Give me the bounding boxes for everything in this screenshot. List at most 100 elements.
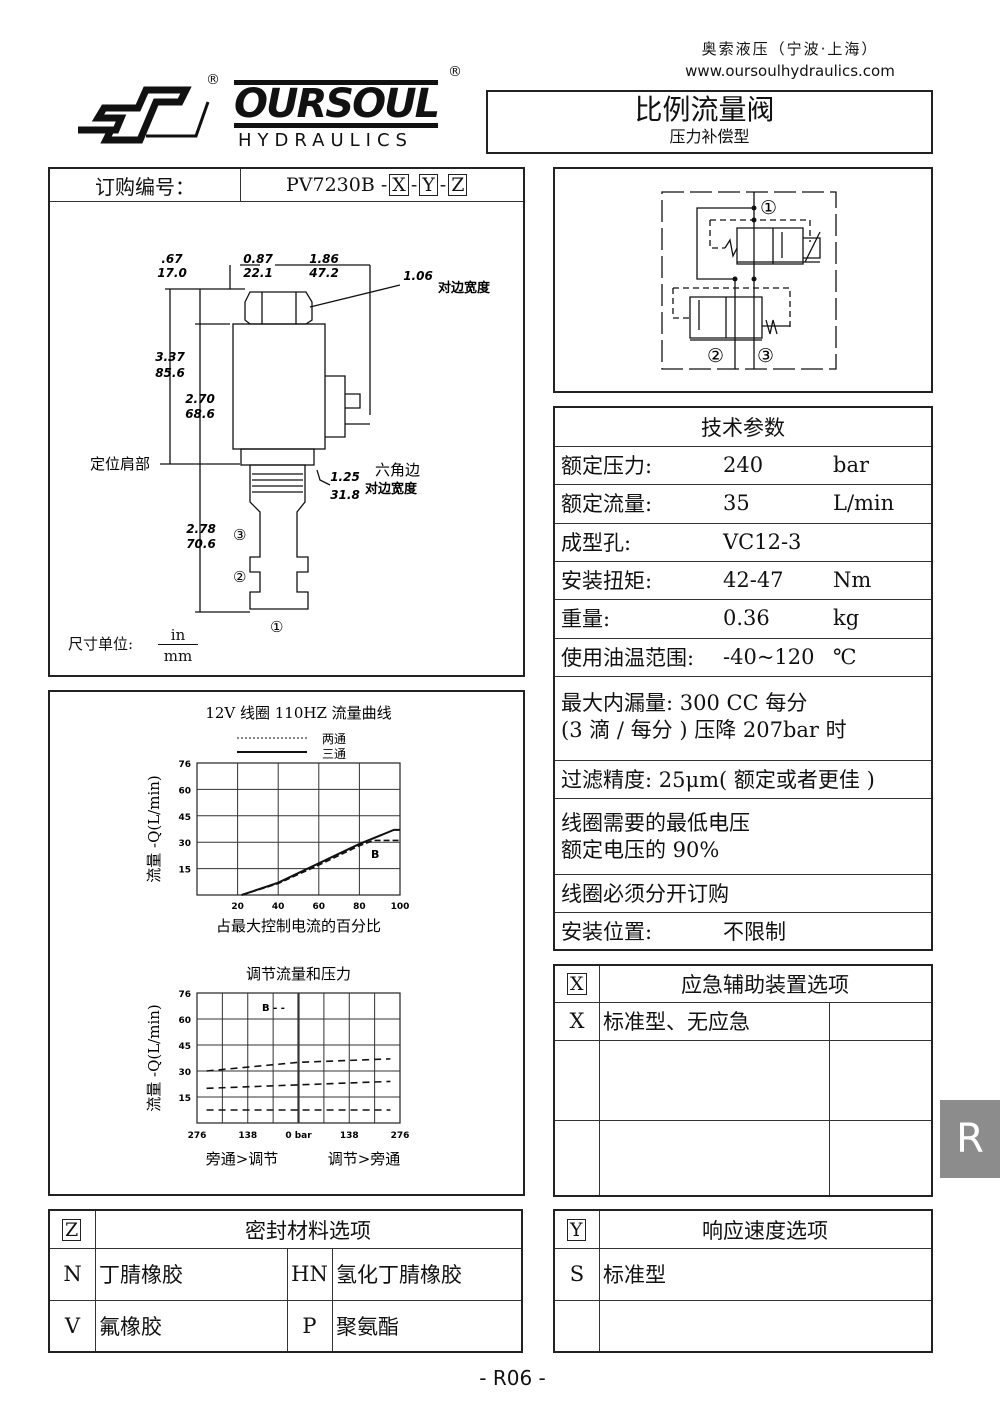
tech-row-unit: L/min	[833, 491, 895, 516]
tech-row-label: 额定流量:	[561, 492, 653, 517]
tech-row-label: 成型孔:	[561, 530, 632, 555]
page-number: - R06 -	[479, 1366, 546, 1390]
legend-label: 三通	[322, 747, 346, 761]
y-option-desc: 标准型	[603, 1263, 666, 1287]
coil-voltage-text: 线圈需要的最低电压	[561, 811, 750, 835]
plot-area	[196, 762, 401, 896]
leakage-text: 最大内漏量: 300 CC 每分	[561, 691, 808, 715]
registered-mark: ®	[206, 72, 220, 88]
website-link[interactable]: www.oursoulhydraulics.com	[685, 62, 895, 80]
dim-in: 1.25	[330, 470, 360, 484]
series-line-1	[206, 1080, 391, 1090]
series-line-0	[206, 1058, 391, 1072]
tech-row-label: 使用油温范围:	[561, 645, 695, 670]
port-3-label: ③	[757, 345, 774, 367]
hydraulic-schematic: ① ② ③	[661, 191, 837, 370]
z-option-code: V	[64, 1314, 81, 1338]
company-name: 奥索液压（宁波·上海）	[701, 40, 879, 58]
separator: -	[439, 174, 447, 196]
dim-mm: 47.2	[308, 266, 339, 280]
z-options-title: 密封材料选项	[245, 1218, 371, 1243]
dim-in: 3.37	[155, 350, 185, 364]
x-option-code: X	[569, 1009, 585, 1033]
port-1-label: ①	[270, 618, 283, 636]
y-tick-label: 60	[178, 1016, 191, 1026]
logo-text: OURSOUL	[234, 80, 440, 128]
option-y-placeholder: Y	[419, 174, 438, 196]
x-tick-label: 0 bar	[285, 1131, 312, 1141]
schematic-box: ① ② ③	[553, 167, 933, 393]
y-tick-label: 15	[178, 866, 191, 876]
coil-order-note: 线圈必须分开订购	[561, 882, 729, 906]
x-tick-label: 138	[238, 1131, 257, 1141]
port-2-label: ②	[707, 345, 724, 367]
dim-in: 2.78	[186, 522, 216, 536]
y-options-table: Y 响应速度选项 S 标准型	[553, 1209, 933, 1353]
hex-top-dim: 1.06	[403, 269, 433, 283]
x-tick-label: 100	[391, 902, 410, 912]
z-key: Z	[62, 1218, 82, 1241]
connector	[325, 375, 370, 438]
x-tick-label: 40	[272, 902, 285, 912]
tech-row-value: 35	[723, 491, 750, 516]
order-drawing-box: 订购编号： PV7230B - X - Y - Z .67 17.0 0.87 …	[48, 167, 525, 677]
y-tick-label: 76	[178, 760, 191, 770]
chart-title: 12V 线圈 110HZ 流量曲线	[205, 704, 391, 722]
dim-mm: 85.6	[155, 366, 185, 380]
mount-label: 安装位置:	[561, 920, 653, 944]
z-option-code: HN	[291, 1262, 328, 1286]
page-title: 比例流量阀	[634, 93, 775, 126]
logo-subtext: HYDRAULICS	[238, 130, 413, 151]
mount-value: 不限制	[723, 920, 786, 944]
x-option-desc: 标准型、无应急	[603, 1010, 750, 1034]
dim-mm: 17.0	[157, 266, 187, 280]
z-option-code: P	[302, 1314, 317, 1338]
dim-in: .67	[161, 252, 183, 266]
port-1-label: ①	[760, 197, 777, 219]
tech-params-table: 技术参数 额定压力: 240 bar 额定流量: 35 L/min 成型孔: V…	[553, 406, 933, 951]
unit-mm: mm	[163, 647, 193, 665]
tech-row-unit: kg	[833, 606, 860, 631]
x-tick-label: 20	[231, 902, 244, 912]
order-label: 订购编号：	[95, 174, 195, 199]
page-subtitle: 压力补偿型	[669, 127, 750, 146]
x-tick-label: 80	[353, 902, 366, 912]
dim-in: 1.86	[309, 252, 339, 266]
dim-mm: 31.8	[330, 488, 360, 502]
y-options-title: 响应速度选项	[702, 1218, 828, 1243]
model-code: PV7230B -	[286, 174, 388, 196]
filter-text: 过滤精度: 25μm( 额定或者更佳 )	[561, 768, 875, 792]
z-option-desc: 氟橡胶	[99, 1315, 162, 1339]
y-axis-label: 流量 -Q(L/min)	[145, 1004, 163, 1112]
option-x-placeholder: X	[389, 174, 409, 196]
y-axis-label: 流量 -Q(L/min)	[145, 775, 163, 883]
tech-row-label: 安装扭矩:	[561, 568, 653, 593]
z-option-code: N	[63, 1262, 82, 1286]
y-option-code: S	[569, 1262, 585, 1286]
option-z-placeholder: Z	[448, 174, 468, 196]
dim-in: 0.87	[243, 252, 273, 266]
chart-title: 调节流量和压力	[246, 965, 351, 983]
valve-dimension-drawing: .67 17.0 0.87 22.1 1.86 47.2 3.37 85.6 2…	[90, 252, 491, 636]
units-label: 尺寸单位:	[68, 635, 134, 653]
y-tick-label: 30	[178, 1068, 191, 1078]
logo: ® OURSOUL ® HYDRAULICS	[76, 64, 462, 158]
separator: -	[410, 174, 418, 196]
y-tick-label: 45	[178, 813, 191, 823]
tech-row-value: 42-47	[723, 567, 784, 592]
z-option-desc: 聚氨酯	[336, 1315, 399, 1339]
tech-row-unit: Nm	[833, 567, 872, 592]
x-options-table: X 应急辅助装置选项 X 标准型、无应急	[553, 964, 933, 1197]
title-box: 比例流量阀 压力补偿型	[486, 90, 933, 154]
registered-mark-2: ®	[448, 64, 462, 80]
logo-mark-icon	[78, 86, 210, 144]
x-tick-label: 138	[340, 1131, 359, 1141]
port-3-label: ③	[233, 526, 246, 544]
x-axis-label-right: 调节>旁通	[328, 1150, 401, 1168]
tech-row-label: 额定压力:	[561, 454, 653, 478]
tech-row-value: -40~120	[723, 644, 815, 669]
x-tick-label: 276	[188, 1131, 207, 1141]
tech-row-value: 240	[723, 453, 764, 477]
